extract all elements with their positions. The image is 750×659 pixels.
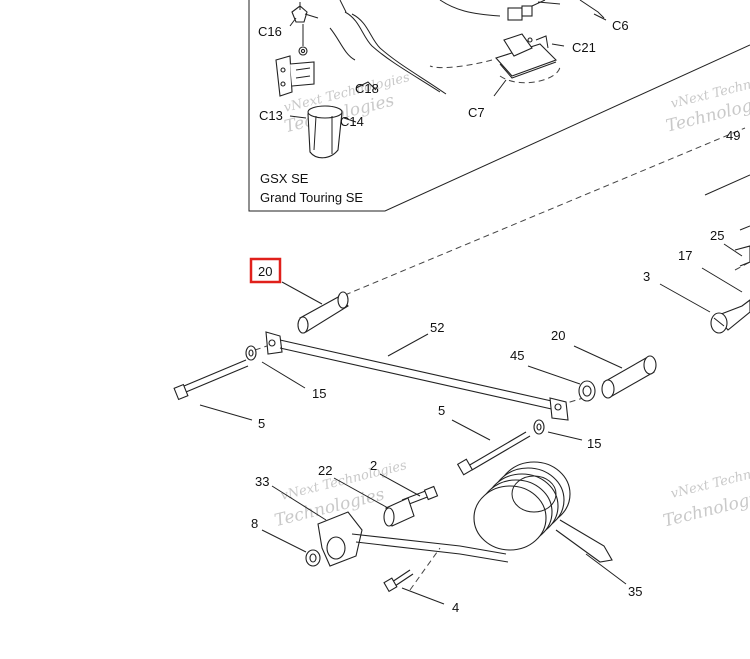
label-c6: C6	[612, 18, 629, 33]
leader-20-right	[573, 345, 623, 369]
sleeve-part-20-upper	[297, 291, 349, 334]
callout-17[interactable]: 17	[678, 248, 692, 263]
arm-part-33	[317, 511, 509, 567]
callout-15-left[interactable]: 15	[312, 386, 326, 401]
bushing-part-22	[383, 497, 415, 527]
leader-15-left	[261, 361, 306, 389]
inset-caption-line2: Grand Touring SE	[260, 190, 363, 205]
watermark-4: vNext Technologies Technologies	[661, 456, 750, 531]
inset-border	[248, 0, 750, 212]
pedal-c7	[429, 33, 561, 84]
label-c7: C7	[468, 105, 485, 120]
callout-52[interactable]: 52	[430, 320, 444, 335]
label-c13: C13	[259, 108, 283, 123]
cable-c18	[329, 0, 447, 95]
label-c18: C18	[355, 81, 379, 96]
label-c21: C21	[572, 40, 596, 55]
callout-20[interactable]: 20	[551, 328, 565, 343]
sleeve-c14	[307, 105, 343, 159]
inset-panel: C16 C18 C13 C14 C6 C21 C7 GSX SE Grand T…	[248, 0, 750, 212]
spring-part-35	[473, 461, 613, 563]
leader-4	[401, 587, 445, 605]
bolt-part-5-left	[173, 359, 249, 401]
partial-parts-right	[659, 225, 750, 334]
bolt-part-5-right	[456, 431, 531, 476]
leader-45	[527, 365, 581, 385]
leader-35	[585, 553, 627, 585]
bushing-part-45	[578, 380, 596, 402]
washer-part-15-left	[245, 345, 257, 361]
label-c14: C14	[340, 114, 364, 129]
inset-caption-line1: GSX SE	[260, 171, 309, 186]
callout-5-right[interactable]: 5	[438, 403, 445, 418]
washer-part-15-right	[533, 419, 545, 435]
fitting-c6	[439, 0, 605, 21]
callout-25[interactable]: 25	[710, 228, 724, 243]
leader-5-right	[451, 419, 491, 441]
callout-45[interactable]: 45	[510, 348, 524, 363]
callout-3[interactable]: 3	[643, 269, 650, 284]
leader-22	[333, 477, 389, 509]
nut-part	[298, 24, 308, 56]
bracket-c13	[275, 55, 315, 97]
highlighted-callout-box[interactable]	[249, 257, 282, 284]
bolt-part-3	[710, 299, 750, 334]
callout-8[interactable]: 8	[251, 516, 258, 531]
callout-15-right[interactable]: 15	[587, 436, 601, 451]
nut-part-8	[305, 549, 321, 567]
sleeve-part-20-right	[601, 355, 657, 399]
label-c16: C16	[258, 24, 282, 39]
callout-22[interactable]: 22	[318, 463, 332, 478]
link-rod-part-52	[265, 331, 569, 421]
leader-5-left	[199, 404, 253, 421]
callout-4[interactable]: 4	[452, 600, 459, 615]
callout-49[interactable]: 49	[726, 128, 740, 143]
watermark-2: vNext Technologies Technologies	[664, 66, 750, 137]
clip-c16	[291, 2, 319, 23]
callout-5-left[interactable]: 5	[258, 416, 265, 431]
leader-2	[379, 473, 421, 497]
callout-33[interactable]: 33	[255, 474, 269, 489]
bolt-part-4	[383, 569, 414, 593]
leader-33	[271, 485, 327, 521]
callout-35[interactable]: 35	[628, 584, 642, 599]
leader-15-right	[547, 431, 583, 441]
leader-52	[387, 333, 429, 357]
callout-20-highlighted[interactable]: 20	[258, 264, 272, 279]
leader-8	[261, 529, 307, 553]
leader-20-upper	[281, 281, 323, 305]
callout-2[interactable]: 2	[370, 458, 377, 473]
